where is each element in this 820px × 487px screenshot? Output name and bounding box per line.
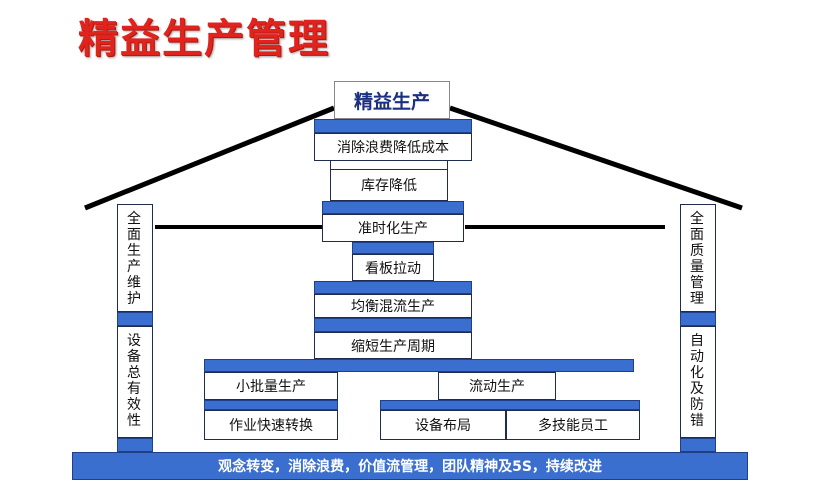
roof-right-line <box>449 105 743 211</box>
center-box-kanban: 看板拉动 <box>352 254 434 281</box>
peak-box: 精益生产 <box>334 81 450 119</box>
left-pillar-bar <box>117 312 153 326</box>
left-pillar-top: 全面生产维护 <box>117 204 153 312</box>
page-title: 精益生产管理 <box>78 16 330 62</box>
center-box-leadtime: 缩短生产周期 <box>314 332 472 359</box>
center-box-jit: 准时化生产 <box>322 214 464 242</box>
left-box-quick-changeover: 作业快速转换 <box>204 410 338 440</box>
right-box-layout: 设备布局 <box>380 410 506 440</box>
left-pillar-top-text: 全面生产维护 <box>127 211 141 307</box>
right-box-flow: 流动生产 <box>438 372 556 400</box>
right-box-multiskill: 多技能员工 <box>506 410 640 440</box>
right-pillar-bottom: 自动化及防错 <box>680 326 716 438</box>
center-wide-bar <box>204 359 634 372</box>
right-pillar-top-text: 全面质量管理 <box>690 211 704 307</box>
right-pillar-bar <box>680 312 716 326</box>
center-bar <box>314 281 472 294</box>
left-pillar-bottom: 设备总有效性 <box>117 326 153 438</box>
center-box-cost: 消除浪费降低成本 <box>314 133 472 161</box>
center-bar <box>352 242 434 254</box>
left-box-small-batch: 小批量生产 <box>204 372 338 400</box>
center-bar <box>314 119 472 133</box>
center-bar <box>314 318 472 332</box>
right-pillar-foot <box>680 438 716 452</box>
foundation-bar: 观念转变，消除浪费，价值流管理，团队精神及5S，持续改进 <box>72 452 748 480</box>
roof-left-line <box>84 105 335 211</box>
right-pillar-bottom-text: 自动化及防错 <box>690 333 704 429</box>
left-pillar-bottom-text: 设备总有效性 <box>127 333 141 429</box>
left-pillar-foot <box>117 438 153 452</box>
center-bar <box>322 201 464 214</box>
left-block-bar <box>204 400 338 410</box>
center-connector <box>330 161 448 169</box>
right-pillar-top: 全面质量管理 <box>680 204 716 312</box>
center-box-heijunka: 均衡混流生产 <box>314 294 472 318</box>
right-block-bar <box>380 400 640 410</box>
center-box-inventory: 库存降低 <box>330 169 448 201</box>
